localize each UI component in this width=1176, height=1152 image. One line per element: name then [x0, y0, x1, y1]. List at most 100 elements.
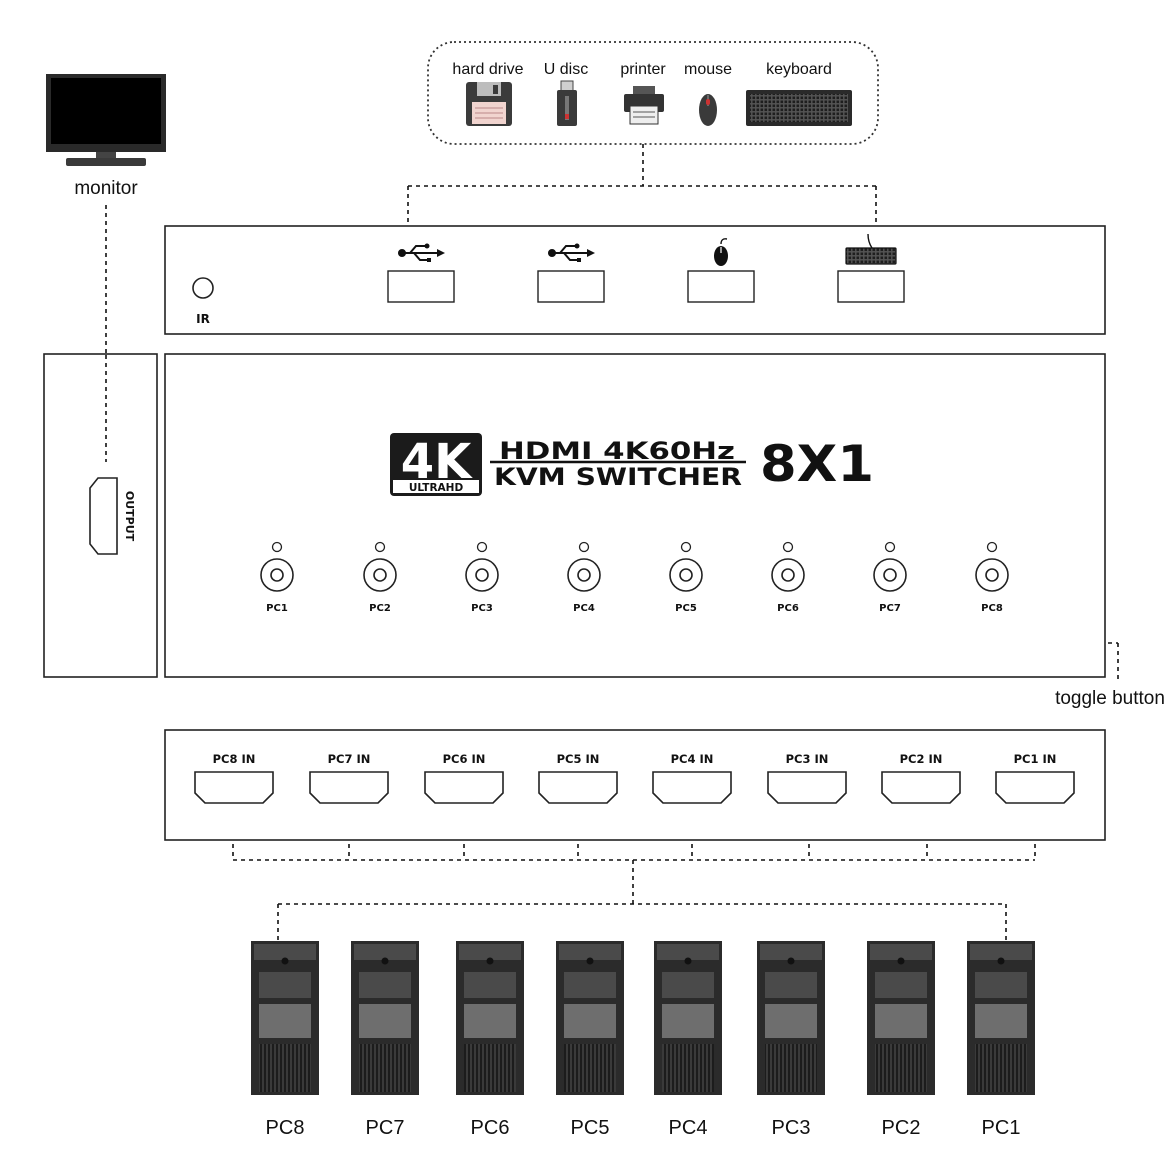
mouse-port-icon [714, 238, 728, 266]
hdmi-port[interactable] [995, 771, 1075, 804]
mouse-port[interactable] [687, 270, 755, 303]
pc-button-center [781, 568, 795, 582]
pc-button-center [985, 568, 999, 582]
hdmi-input-4[interactable]: PC4 IN [652, 752, 732, 804]
hdmi-input-7[interactable]: PC7 IN [309, 752, 389, 804]
keyboard-label: keyboard [766, 61, 832, 78]
pc-indicator-led [374, 541, 386, 553]
output-label: OUTPUT [123, 491, 136, 542]
hdmi-input-row: PC8 IN PC7 IN PC6 IN PC5 IN PC4 IN PC3 IN PC2 … [194, 752, 1075, 804]
title-line-2: KVM SWITCHER [494, 463, 742, 491]
pc-toggle-7[interactable]: PC7 [873, 541, 907, 615]
hdmi-input-label: PC6 IN [443, 752, 486, 766]
front-panel [164, 225, 1106, 335]
pc-indicator-led [680, 541, 692, 553]
usb-icon [548, 243, 595, 262]
hdmi-output-port[interactable] [89, 477, 118, 555]
pc-indicator-led [884, 541, 896, 553]
title-ratio: 8X1 [760, 435, 874, 493]
computer-tower-pc6: PC6 [456, 941, 524, 1139]
keyboard-icon [746, 90, 852, 126]
hdmi-port[interactable] [767, 771, 847, 804]
monitor-label: monitor [74, 178, 138, 199]
pc-indicator-led [271, 541, 283, 553]
hdmi-input-6[interactable]: PC6 IN [424, 752, 504, 804]
rear-panel [164, 729, 1106, 841]
hdmi-input-label: PC1 IN [1014, 752, 1057, 766]
hdmi-port[interactable] [309, 771, 389, 804]
pc-tower-icon [967, 941, 1035, 1095]
pc-toggle-5[interactable]: PC5 [669, 541, 703, 615]
usb-port-1[interactable] [387, 270, 455, 303]
pc-toggle-8[interactable]: PC8 [975, 541, 1009, 615]
u-disc-label: U disc [544, 61, 588, 78]
pc-button-label: PC7 [879, 603, 901, 614]
hdmi-input-1[interactable]: PC1 IN [995, 752, 1075, 804]
pc-tower-icon [556, 941, 624, 1095]
hdmi-input-2[interactable]: PC2 IN [881, 752, 961, 804]
pc-button-center [679, 568, 693, 582]
hdmi-input-8[interactable]: PC8 IN [194, 752, 274, 804]
hdmi-input-label: PC3 IN [786, 752, 829, 766]
pc-toggle-1[interactable]: PC1 [260, 541, 294, 615]
computer-label: PC7 [366, 1117, 405, 1139]
pc-toggle-4[interactable]: PC4 [567, 541, 601, 615]
pc-indicator-led [986, 541, 998, 553]
ir-receiver [192, 277, 214, 299]
pc-button-label: PC5 [675, 603, 697, 614]
computer-label: PC8 [266, 1117, 305, 1139]
keyboard-port-icon [845, 233, 897, 265]
4k-ultrahd-badge: 4K ULTRAHD [390, 433, 482, 496]
pc-toggle-6[interactable]: PC6 [771, 541, 805, 615]
pc-button-label: PC8 [981, 603, 1003, 614]
pc-toggle-3[interactable]: PC3 [465, 541, 499, 615]
computer-tower-pc2: PC2 [867, 941, 935, 1139]
pc-tower-icon [654, 941, 722, 1095]
computer-tower-pc7: PC7 [351, 941, 419, 1139]
pc-tower-icon [757, 941, 825, 1095]
computer-tower-pc1: PC1 [967, 941, 1035, 1139]
pc-tower-icon [251, 941, 319, 1095]
computer-label: PC6 [471, 1117, 510, 1139]
pc-indicator-led [782, 541, 794, 553]
pc-tower-icon [351, 941, 419, 1095]
pc-button-label: PC6 [777, 603, 799, 614]
hdmi-port[interactable] [881, 771, 961, 804]
pc-button-center [577, 568, 591, 582]
computer-label: PC5 [571, 1117, 610, 1139]
hdmi-input-3[interactable]: PC3 IN [767, 752, 847, 804]
computer-tower-pc5: PC5 [556, 941, 624, 1139]
pc-tower-icon [456, 941, 524, 1095]
pc-button-center [883, 568, 897, 582]
u-disc-icon [557, 80, 577, 126]
hdmi-input-label: PC4 IN [671, 752, 714, 766]
computer-label: PC3 [772, 1117, 811, 1139]
hdmi-input-5[interactable]: PC5 IN [538, 752, 618, 804]
pc-indicator-led [476, 541, 488, 553]
printer-label: printer [620, 61, 666, 78]
hard-drive-label: hard drive [452, 61, 523, 78]
hdmi-port[interactable] [424, 771, 504, 804]
hard-drive-icon [466, 82, 512, 126]
pc-button-center [475, 568, 489, 582]
pc-button-label: PC1 [266, 603, 288, 614]
pc-tower-icon [867, 941, 935, 1095]
pc-button-center [373, 568, 387, 582]
hdmi-port[interactable] [194, 771, 274, 804]
hdmi-port[interactable] [538, 771, 618, 804]
hdmi-port[interactable] [652, 771, 732, 804]
mouse-label: mouse [684, 61, 732, 78]
pc-toggle-2[interactable]: PC2 [363, 541, 397, 615]
keyboard-port[interactable] [837, 270, 905, 303]
computer-tower-pc4: PC4 [654, 941, 722, 1139]
usb-icon [398, 243, 445, 262]
usb-port-2[interactable] [537, 270, 605, 303]
monitor-icon [46, 74, 166, 166]
computer-tower-pc3: PC3 [757, 941, 825, 1139]
main-panel [164, 353, 1106, 678]
badge-ultrahd-text: ULTRAHD [409, 482, 464, 494]
computer-tower-pc8: PC8 [251, 941, 319, 1139]
computer-label: PC2 [882, 1117, 921, 1139]
